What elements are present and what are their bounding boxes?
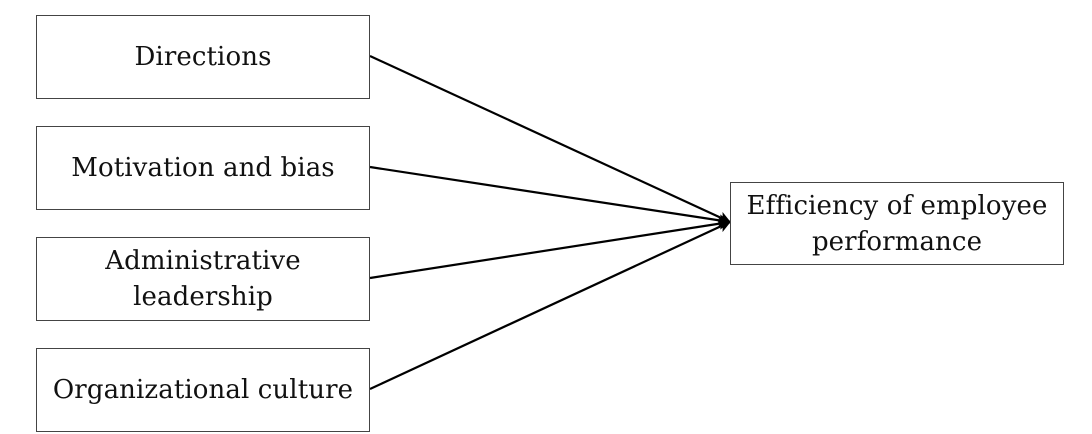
input-box-culture: Organizational culture bbox=[36, 348, 370, 432]
output-label-efficiency: Efficiency of employee performance bbox=[746, 190, 1048, 257]
input-box-motivation: Motivation and bias bbox=[36, 126, 370, 210]
output-box-efficiency: Efficiency of employee performance bbox=[730, 182, 1064, 265]
arrow-leadership-to-efficiency bbox=[369, 217, 731, 280]
input-box-directions: Directions bbox=[36, 15, 370, 99]
arrow-directions-to-efficiency bbox=[369, 55, 731, 223]
arrow-culture-to-efficiency bbox=[369, 221, 731, 390]
input-label-leadership: Administrative leadership bbox=[105, 246, 301, 312]
input-box-leadership: Administrative leadership bbox=[36, 237, 370, 321]
input-label-culture: Organizational culture bbox=[52, 375, 354, 405]
input-label-motivation: Motivation and bias bbox=[71, 153, 335, 183]
input-label-directions: Directions bbox=[134, 42, 272, 72]
arrow-motivation-to-efficiency bbox=[369, 165, 731, 227]
